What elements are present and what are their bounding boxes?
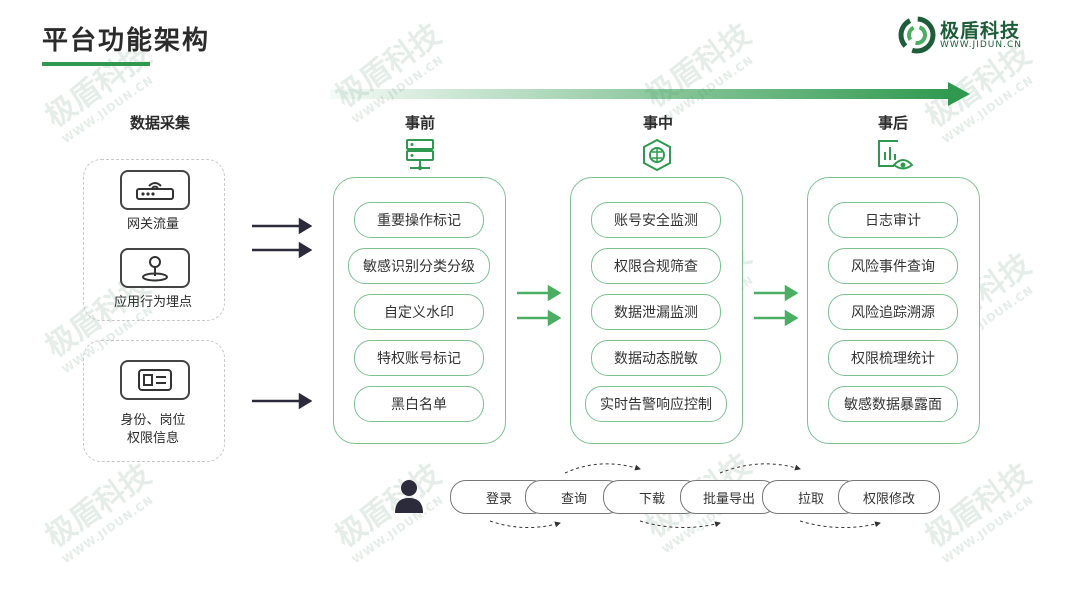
id-card-icon [120,360,190,400]
collection-arrows [252,217,312,410]
brand-name: 极盾科技 [940,20,1021,42]
phase-item[interactable]: 账号安全监测 [591,202,721,238]
server-icon [406,139,434,171]
phase-item[interactable]: 重要操作标记 [354,202,484,238]
flow-dotted-arcs [489,463,881,529]
phase-arrows-1 [517,284,562,327]
phase-item[interactable]: 风险事件查询 [828,248,958,284]
phase-label-after: 事后 [877,114,908,132]
monitor-eye-icon [878,140,914,170]
phase-label-before: 事前 [404,114,435,132]
phase-item[interactable]: 数据泄漏监测 [591,294,721,330]
phase-item[interactable]: 敏感识别分类分级 [348,248,490,284]
phase-item[interactable]: 日志审计 [828,202,958,238]
title-underline [42,62,150,66]
phase-item[interactable]: 特权账号标记 [354,340,484,376]
phase-item[interactable]: 实时告警响应控制 [585,386,727,422]
collection-label: 数据采集 [129,114,190,132]
phase-arrows-2 [754,284,799,327]
source-label: 网关流量 [126,217,179,232]
phase-item[interactable]: 自定义水印 [354,294,484,330]
phase-label-during: 事中 [642,114,673,132]
flow-step[interactable]: 批量导出 [680,480,778,514]
phase-item[interactable]: 权限合规筛查 [591,248,721,284]
collection-group-app [83,159,225,321]
location-pin-icon [120,248,190,288]
phase-item[interactable]: 黑白名单 [354,386,484,422]
page-title: 平台功能架构 [42,26,211,56]
timeline-arrow [330,82,970,106]
phase-item[interactable]: 敏感数据暴露面 [828,386,958,422]
phase-item[interactable]: 数据动态脱敏 [591,340,721,376]
flow-step[interactable]: 权限修改 [838,480,940,514]
router-icon [120,170,190,210]
collection-group-identity [83,340,225,462]
source-label: 身份、岗位 权限信息 [120,413,186,446]
phase-box-during: 账号安全监测 权限合规筛查 数据泄漏监测 数据动态脱敏 实时告警响应控制 [570,177,743,444]
shield-icon [643,138,671,172]
brand-url: WWW.JIDUN.CN [940,40,1022,50]
phase-box-before: 重要操作标记 敏感识别分类分级 自定义水印 特权账号标记 黑白名单 [333,177,506,444]
source-label: 应用行为埋点 [113,295,192,310]
phase-item[interactable]: 风险追踪溯源 [828,294,958,330]
user-icon [395,480,423,513]
phase-box-after: 日志审计 风险事件查询 风险追踪溯源 权限梳理统计 敏感数据暴露面 [807,177,980,444]
phase-item[interactable]: 权限梳理统计 [828,340,958,376]
brand-logo-icon [898,16,936,54]
